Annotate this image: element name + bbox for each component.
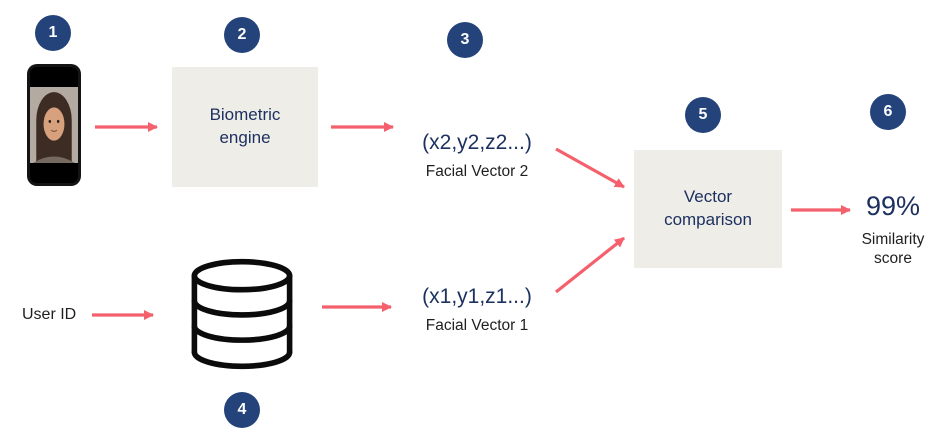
step-badge-1: 1 <box>35 15 71 51</box>
biometric-engine-label: Biometric engine <box>209 105 281 147</box>
smartphone-icon <box>27 64 81 186</box>
step-badge-4: 4 <box>224 392 260 428</box>
step-badge-3: 3 <box>447 22 483 58</box>
phone-screen <box>30 67 78 183</box>
arrow-vector2-to-comparison <box>555 147 625 189</box>
biometric-engine-box: Biometric engine <box>172 67 318 187</box>
facial-vector-2-block: (x2,y2,z2...) Facial Vector 2 <box>392 130 562 182</box>
arrow-vector1-to-comparison <box>555 236 625 294</box>
facial-vector-1-block: (x1,y1,z1...) Facial Vector 1 <box>392 284 562 336</box>
user-id-label: User ID <box>22 306 77 323</box>
similarity-score-block: 99% Similarity score <box>833 191 950 268</box>
facial-vector-1-caption: Facial Vector 1 <box>425 317 529 335</box>
face-photo <box>30 86 78 164</box>
step-badge-5: 5 <box>685 97 721 133</box>
facial-vector-2-value: (x2,y2,z2...) <box>422 131 532 154</box>
database-icon <box>186 256 298 372</box>
step-badge-6: 6 <box>870 94 906 130</box>
vector-comparison-label: Vector comparison <box>664 187 752 229</box>
step-badge-2: 2 <box>224 17 260 53</box>
similarity-score-caption: Similarity score <box>861 230 925 268</box>
facial-vector-2-caption: Facial Vector 2 <box>425 163 529 181</box>
facial-vector-1-value: (x1,y1,z1...) <box>422 285 532 308</box>
vector-comparison-box: Vector comparison <box>634 150 782 268</box>
similarity-score-value: 99% <box>865 191 921 221</box>
